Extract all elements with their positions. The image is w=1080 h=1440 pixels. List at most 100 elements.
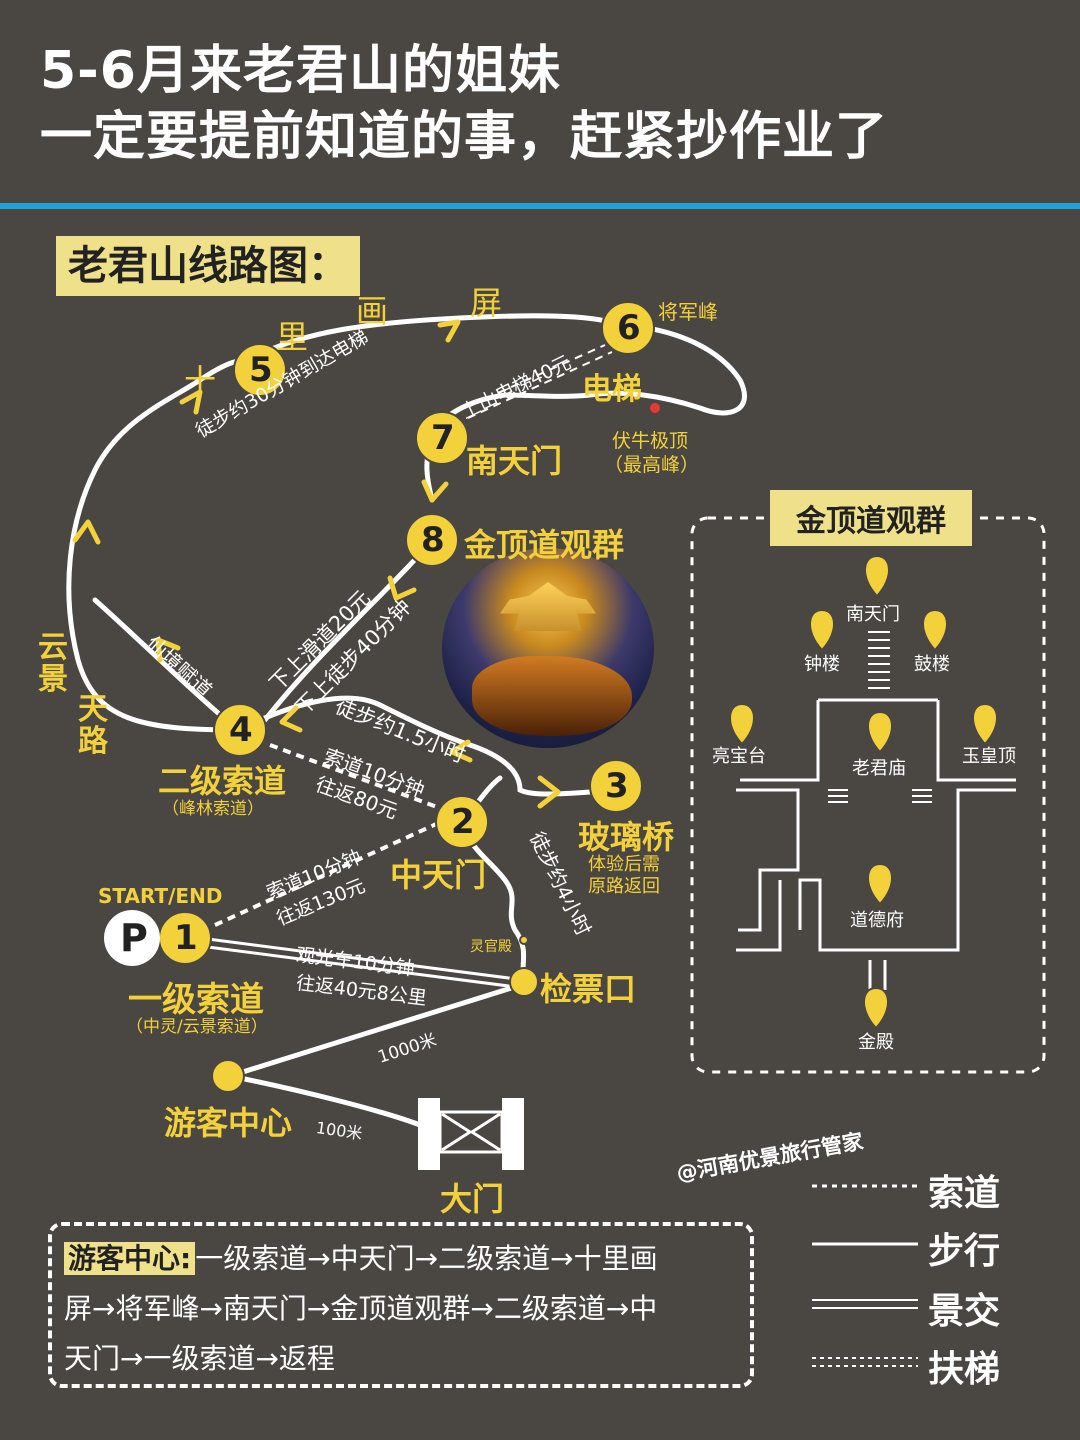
section-label: 老君山线路图： <box>56 236 360 296</box>
temple-shape <box>500 582 596 631</box>
yunjing-char-2: 景 <box>38 662 68 697</box>
station-2-number: 2 <box>451 802 475 842</box>
station-4-sub: （峰林索道） <box>162 799 264 819</box>
station-3-sub2: 原路返回 <box>588 876 660 897</box>
route-text-2: 屏→将军峰→南天门→金顶道观群→二级索道→中 <box>64 1292 658 1325</box>
pin-zhonglou-icon <box>809 608 835 652</box>
legend-line-escalator <box>812 1357 918 1367</box>
legend-bus: 景交 <box>928 1291 1001 1332</box>
route-text-3: 天门→一级索道→返程 <box>64 1342 335 1375</box>
arrow-9 <box>537 775 561 809</box>
walk-path-outer <box>66 313 613 733</box>
legend-cable: 索道 <box>928 1173 1001 1214</box>
station-4-name: 二级索道 <box>158 762 287 800</box>
station-8-name: 金顶道观群 <box>464 526 625 564</box>
start-end-label: START/END <box>98 884 223 908</box>
divider-line <box>0 203 1080 209</box>
pin-gulou-label: 鼓楼 <box>914 654 950 675</box>
station-2-circle <box>435 795 489 849</box>
station-4-number: 4 <box>229 710 253 750</box>
cable-path-1 <box>214 818 446 927</box>
station-3-sub1: 体验后需 <box>588 854 660 875</box>
pin-liangbaotai-label: 亮宝台 <box>712 746 766 767</box>
arrow-4 <box>421 479 449 503</box>
walk-path-2-ticket <box>459 819 527 983</box>
pin-nantianmen-icon <box>864 554 890 598</box>
station-1-number: 1 <box>174 918 198 958</box>
funiu-label-1: 伏牛极顶 <box>612 430 689 452</box>
station-2-name: 中天门 <box>390 856 487 894</box>
route-label: 游客中心: <box>64 1242 196 1275</box>
elevator-path-1 <box>459 344 606 411</box>
lingguan-dot <box>519 935 529 945</box>
station-8-circle <box>405 513 459 567</box>
legend-line-bus <box>812 1299 918 1309</box>
arrow-6 <box>155 637 181 663</box>
yunjing-char-1: 云 <box>38 630 68 665</box>
elevator-label: 电梯 <box>582 372 642 407</box>
station-3-name: 玻璃桥 <box>578 818 675 856</box>
station-1-name: 一级索道 <box>128 980 264 1020</box>
station-5-number: 5 <box>249 350 273 390</box>
pin-yuhuangding-label: 玉皇顶 <box>962 746 1016 767</box>
pin-jindian-label: 金殿 <box>858 1032 894 1053</box>
pin-nantianmen-label: 南天门 <box>846 604 900 625</box>
arrow-5 <box>387 575 417 601</box>
station-8-number: 8 <box>421 520 445 560</box>
pin-zhonglou-label: 钟楼 <box>804 654 840 675</box>
route-line-1: 游客中心:一级索道→中天门→二级索道→十里画 <box>64 1234 744 1284</box>
pin-jindian-icon <box>863 986 889 1030</box>
legend-walk: 步行 <box>928 1231 1001 1272</box>
funiu-label-2: （最高峰） <box>604 454 700 476</box>
walk-path-ticket-visitor <box>227 981 527 1079</box>
lingguan-label: 灵官殿 <box>470 939 512 955</box>
inset-pins <box>729 554 998 1030</box>
station-7-name: 南天门 <box>466 442 563 480</box>
route-box <box>48 1222 754 1388</box>
pin-daodefu-icon <box>867 862 893 906</box>
arrow-2 <box>179 389 203 415</box>
bus-path-1 <box>198 936 526 982</box>
route-text-1: 一级索道→中天门→二级索道→十里画 <box>195 1242 658 1275</box>
pin-laojunmiao-label: 老君庙 <box>852 758 906 779</box>
route-text: 游客中心:一级索道→中天门→二级索道→十里画 屏→将军峰→南天门→金顶道观群→二… <box>64 1234 744 1384</box>
walk-path-glass <box>235 695 593 797</box>
walk-path-jiangjun <box>432 322 747 438</box>
funiu-marker <box>650 403 660 413</box>
pin-daodefu-label: 道德府 <box>850 910 904 931</box>
station-1-sub: （中灵/云景索道） <box>126 1017 268 1037</box>
inset-title: 金顶道观群 <box>770 490 972 546</box>
pin-liangbaotai-icon <box>729 702 755 746</box>
arrow-7 <box>279 705 303 733</box>
station-6-circle <box>601 301 655 355</box>
arrow-8 <box>449 739 473 763</box>
visitor-center-label: 游客中心 <box>164 1104 293 1142</box>
shili-char-1: 十 <box>184 362 217 400</box>
pin-gulou-icon <box>922 608 948 652</box>
station-4-circle <box>213 703 267 757</box>
title-line-2: 一定要提前知道的事，赶紧抄作业了 <box>40 107 889 167</box>
ticket-dot <box>509 967 539 997</box>
pin-yuhuangding-icon <box>972 702 998 746</box>
inset-plan <box>736 698 1016 990</box>
title-line-1: 5-6月来老君山的姐妹 <box>40 41 561 101</box>
station-7-number: 7 <box>431 418 455 458</box>
shili-char-4: 屏 <box>470 284 503 322</box>
station-3-circle <box>589 759 643 813</box>
legend-escalator: 扶梯 <box>928 1349 1001 1390</box>
bus-path-2 <box>198 944 526 990</box>
visitor-center-dot <box>211 1059 245 1093</box>
parking-circle <box>104 910 160 966</box>
ticket-label: 检票口 <box>540 970 637 1008</box>
arrow-1 <box>72 519 101 545</box>
station-6-name: 将军峰 <box>658 300 718 324</box>
gate-label: 大门 <box>440 1180 505 1218</box>
cable-path-2 <box>269 743 446 812</box>
rock-shape <box>472 656 632 736</box>
station-7-circle <box>415 411 469 465</box>
elevator-path-2 <box>467 351 613 419</box>
inset-stairs <box>828 631 932 803</box>
gate-icon <box>418 1098 524 1170</box>
jinding-photo <box>442 548 654 748</box>
